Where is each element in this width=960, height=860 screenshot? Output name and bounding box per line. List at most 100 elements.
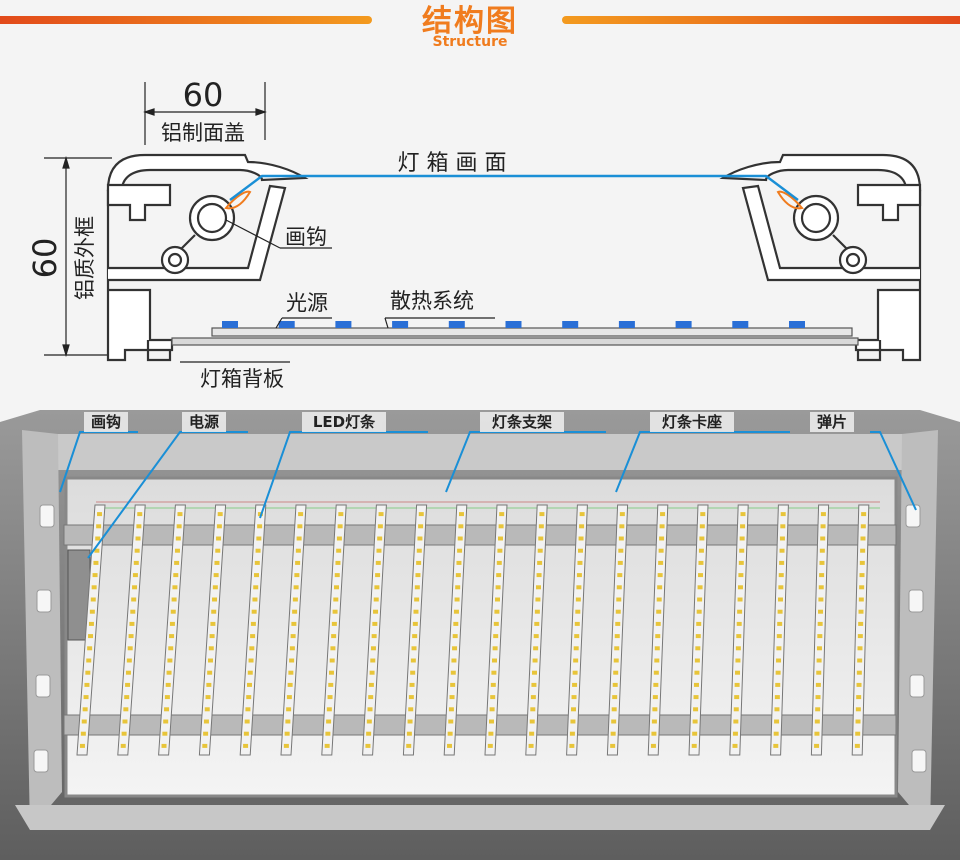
led-chip (374, 585, 380, 590)
led-strip (484, 504, 508, 756)
led-chip (174, 548, 180, 553)
led-chip (773, 743, 779, 748)
led-chip (202, 743, 208, 748)
led-chip (532, 670, 538, 675)
led-chip (613, 658, 619, 663)
led-chip (573, 646, 579, 651)
led-chip (612, 695, 618, 700)
led-chip (618, 548, 624, 553)
led-chip (175, 536, 181, 541)
led-chip (410, 670, 416, 675)
led-chip (417, 536, 423, 541)
led-chip (735, 646, 741, 651)
led-chip (215, 548, 221, 553)
led-chip (296, 536, 302, 541)
led-chip (505, 321, 522, 328)
led-chip (169, 634, 175, 639)
led-chip (736, 621, 742, 626)
led-strip (606, 504, 629, 756)
led-chip (209, 634, 215, 639)
led-chip (408, 695, 414, 700)
led-chip (164, 707, 170, 712)
led-chip (652, 695, 658, 700)
led-chip (287, 682, 293, 687)
led-chip (222, 321, 238, 328)
led-chip (250, 634, 256, 639)
led-chip (450, 682, 456, 687)
led-chip (855, 719, 861, 724)
led-chip (337, 524, 343, 529)
led-chip (569, 743, 575, 748)
led-chip (288, 670, 294, 675)
led-chip (253, 585, 259, 590)
led-chip (817, 634, 823, 639)
led-chip (815, 707, 821, 712)
led-chip (857, 634, 863, 639)
led-chip (177, 512, 183, 517)
led-chip (857, 658, 863, 663)
led-chip (368, 695, 374, 700)
led-chip (861, 512, 867, 517)
led-chip (818, 609, 824, 614)
leader-lines (180, 219, 495, 363)
led-chip (773, 731, 779, 736)
led-chip (335, 560, 341, 565)
hook-label: 画钩 (285, 225, 327, 249)
led-chip (165, 682, 171, 687)
led-chip (203, 731, 209, 736)
led-chip (122, 719, 128, 724)
led-chip (816, 658, 822, 663)
led-chip (336, 536, 342, 541)
led-chip (283, 743, 289, 748)
led-chip (136, 524, 142, 529)
led-chip (252, 597, 258, 602)
led-strip (525, 504, 548, 756)
led-chip (696, 621, 702, 626)
led-chip (534, 621, 540, 626)
led-chip (324, 743, 330, 748)
led-chip (206, 682, 212, 687)
led-chip (499, 512, 505, 517)
led-chip (495, 585, 501, 590)
section-header: 结构图 Structure (0, 0, 960, 60)
led-chip (698, 573, 704, 578)
led-chip (779, 548, 785, 553)
led-chip (375, 560, 381, 565)
led-chip (740, 524, 746, 529)
led-chip (97, 512, 103, 517)
led-chip (532, 658, 538, 663)
led-chip (457, 536, 463, 541)
led-chip (368, 682, 374, 687)
led-chip (87, 646, 93, 651)
led-chip (458, 524, 464, 529)
led-chip (789, 321, 805, 328)
led-chip (776, 634, 782, 639)
led-chip (860, 548, 866, 553)
led-chip (611, 707, 617, 712)
led-chip (780, 524, 786, 529)
led-chip (576, 585, 582, 590)
led-strip (770, 504, 789, 756)
led-chip (695, 634, 701, 639)
led-chip (125, 682, 131, 687)
lightbox-illustration: 画钩 电源 LED灯条 灯条支架 灯条卡座 弹片 (0, 410, 960, 860)
inner-frame-top (52, 434, 908, 470)
led-chip (449, 695, 455, 700)
led-chip (286, 695, 292, 700)
led-chip (574, 634, 580, 639)
led-chip (651, 731, 657, 736)
led-chip (284, 731, 290, 736)
led-chip (657, 585, 663, 590)
led-chip (654, 646, 660, 651)
led-chip (738, 560, 744, 565)
led-chip (775, 670, 781, 675)
led-chip (447, 743, 453, 748)
led-chip (492, 658, 497, 663)
led-chip (497, 548, 503, 553)
heat-system-label: 散热系统 (390, 289, 474, 313)
right-frame-side (898, 430, 938, 830)
led-chip (777, 597, 783, 602)
led-chip (372, 621, 378, 626)
led-chip (406, 731, 412, 736)
led-chip (169, 621, 175, 626)
